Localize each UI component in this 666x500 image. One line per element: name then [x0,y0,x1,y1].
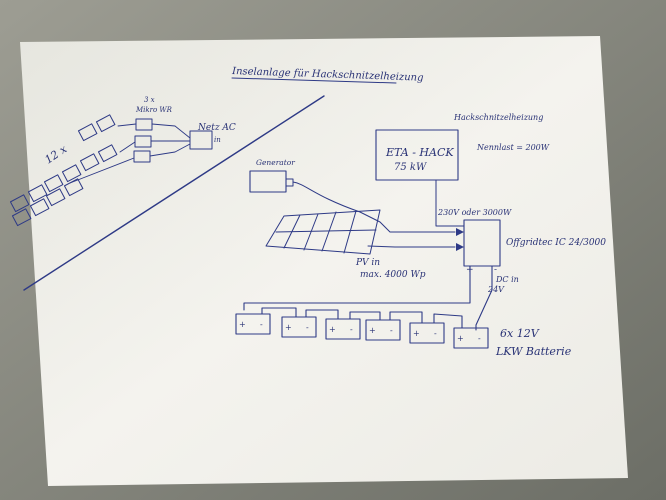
gen-arrowhead [456,228,464,236]
battery-polarity-marks: + - + - + - + - + - + - [239,320,481,343]
inverter-minus-terminal: - [494,265,497,275]
ac-link-label: 230V oder 3000W [437,208,512,217]
grid-connection-box [189,130,213,150]
ac-link-line [435,179,465,227]
pv-in-label: PV in [355,258,380,268]
heater-box [375,129,459,181]
heater-power: 75 kW [394,162,427,173]
svg-text:-: - [434,329,437,338]
pv-cable [367,245,456,248]
svg-text:-: - [390,326,393,335]
battery-count-label: 6x 12V [500,327,540,340]
microinverter-boxes [133,118,153,163]
dc-in-label: DC in [495,275,519,284]
battery-type-label: LKW Batterie [495,345,572,358]
heater-name: ETA - HACK [385,146,454,159]
dc-voltage-label: 24V [487,285,505,294]
svg-text:-: - [478,334,481,343]
svg-text:+: + [329,325,336,334]
dc-plus-cable [243,265,471,311]
microinverter-label: Mikro WR [135,106,173,114]
generator-label: Generator [256,158,295,167]
microinverter-count-label: 3 x [144,96,155,104]
svg-text:-: - [260,320,263,329]
grid-ac-sub-label: in [214,136,221,144]
heater-header: Hackschnitzelheizung [453,113,543,122]
paper-sheet [20,36,628,486]
svg-text:-: - [306,323,309,332]
svg-text:+: + [285,323,292,332]
svg-text:+: + [457,334,464,343]
svg-text:+: + [239,320,246,329]
svg-text:+: + [413,329,420,338]
pv-arrowhead [456,243,464,251]
divider-line [23,95,325,291]
svg-text:-: - [350,325,353,334]
inverter-label: Offgridtec IC 24/3000 [506,238,606,248]
microinverter-wiring [69,123,191,184]
pv-array [265,209,381,255]
left-solar-panels [9,114,118,227]
heater-nominal-load: Nennlast = 200W [476,143,550,152]
grid-ac-label: Netz AC [197,123,236,133]
generator-cable [292,181,456,233]
svg-text:+: + [369,326,376,335]
battery-bank [235,307,489,349]
inverter-box [463,219,501,267]
pv-max-label: max. 4000 Wp [360,270,426,280]
